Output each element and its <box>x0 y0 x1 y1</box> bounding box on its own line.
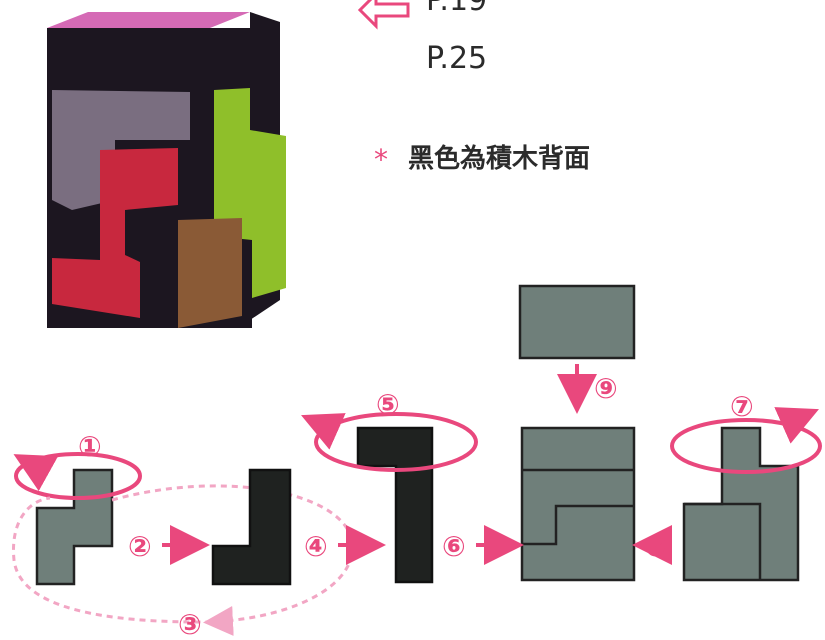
rotation-arrow-7 <box>670 407 822 474</box>
page-ref-19: P.19 <box>426 0 488 18</box>
step-label-8: ⑧ <box>644 530 668 563</box>
step-label-1: ① <box>78 430 102 463</box>
rotation-arrow-1 <box>13 452 142 500</box>
step-label-9: ⑨ <box>594 372 618 405</box>
step-label-5: ⑤ <box>376 388 400 421</box>
cube-piece-red <box>52 148 178 318</box>
step-label-3: ③ <box>178 608 202 640</box>
piece-combined <box>520 426 636 582</box>
cube-piece-green <box>214 88 286 298</box>
piece-step7 <box>682 426 800 582</box>
step-label-7: ⑦ <box>730 390 754 423</box>
step-label-2: ② <box>128 530 152 563</box>
cube-top-face <box>47 12 250 28</box>
rotation-arrow-5 <box>301 412 478 472</box>
reference-arrow-icon <box>357 0 410 30</box>
assembled-cube <box>47 12 286 328</box>
piece-step4 <box>356 426 434 584</box>
piece-step1 <box>35 468 114 586</box>
note-asterisk: * <box>374 143 388 176</box>
cube-piece-brown <box>178 218 242 328</box>
page-ref-25: P.25 <box>426 41 488 76</box>
piece-step9-block <box>518 284 636 360</box>
step-label-6: ⑥ <box>442 530 466 563</box>
piece-step2 <box>211 468 292 586</box>
step-label-4: ④ <box>304 530 328 563</box>
note-text: 黑色為積木背面 <box>408 144 591 174</box>
cube-piece-purple-gray <box>52 90 190 210</box>
